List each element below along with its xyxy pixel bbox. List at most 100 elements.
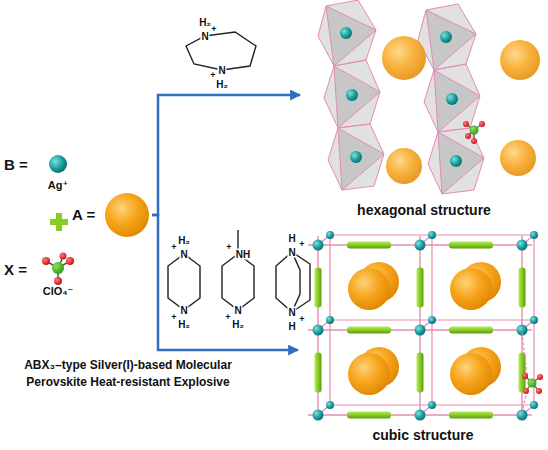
- perchlorate-symbol: [42, 257, 50, 265]
- hexagonal-octahedra-chain: [450, 155, 462, 167]
- cubic-silver-nodes: [415, 240, 426, 251]
- a-site-sphere: [105, 193, 149, 237]
- b-site-node: B = Ag⁺: [4, 152, 88, 196]
- cubic-linker-bars: [347, 412, 391, 419]
- hexagonal-perchlorate: [463, 121, 469, 127]
- a-site-node: A =: [70, 192, 152, 238]
- hexagonal-octahedra-chain: [438, 132, 484, 194]
- cubic-linker-bars: [449, 327, 493, 334]
- b-site-sphere: [49, 155, 67, 173]
- perchlorate-symbol: [60, 253, 67, 260]
- cubic-linker-bars: [315, 242, 526, 419]
- hexagonal-octahedra-chain: [350, 151, 362, 163]
- ion-label: Ag⁺: [48, 179, 68, 192]
- hexagonal-octahedra-chain: [338, 128, 384, 190]
- cubic-front-lattice: [308, 236, 532, 420]
- hexagonal-perchlorate: [479, 121, 485, 127]
- plus-sign: [56, 213, 62, 231]
- hexagonal-octahedra-chain: [434, 70, 480, 132]
- hexagonal-octahedra-chain: [318, 0, 484, 194]
- hexagonal-perchlorate: [465, 133, 471, 139]
- hexagonal-octahedra-chain: [446, 93, 458, 105]
- cubic-a-cations: [450, 268, 492, 310]
- hexagonal-octahedra-chain: [340, 27, 352, 39]
- hexagonal-a-cations: [382, 36, 540, 184]
- dabco-molecule: [276, 252, 292, 312]
- cubic-silver-nodes: [517, 240, 528, 251]
- methylpiperazinium-molecule: [222, 230, 254, 310]
- cubic-perchlorate: [522, 333, 543, 412]
- hexagonal-octahedra-chain: [426, 10, 476, 70]
- site-label: B =: [4, 156, 28, 173]
- cubic-linker-bars: [315, 268, 322, 308]
- hexagonal-octahedra-chain: [424, 64, 480, 132]
- cubic-a-cations: [348, 262, 501, 395]
- cubic-linker-bars: [519, 268, 526, 308]
- cubic-back-lattice: [530, 401, 538, 409]
- cubic-silver-nodes: [313, 410, 324, 421]
- atom-label: N: [233, 305, 242, 316]
- perchlorate-symbol: [54, 277, 62, 285]
- hexagonal-octahedra-chain: [440, 31, 452, 43]
- cubic-silver-nodes: [313, 240, 324, 251]
- atom-label: H₂: [177, 319, 191, 330]
- cubic-perchlorate: [528, 379, 537, 388]
- atom-label: H: [287, 233, 296, 244]
- hexagonal-perchlorate: [470, 126, 479, 135]
- cubic-linker-bars: [417, 268, 424, 308]
- charge-label: +: [170, 242, 177, 253]
- hexagonal-octahedra-chain: [428, 128, 484, 194]
- cubic-silver-nodes: [313, 240, 528, 421]
- site-label: X =: [4, 261, 27, 278]
- cubic-linker-bars: [347, 327, 391, 334]
- reaction-arrow: [152, 95, 300, 215]
- charge-label: +: [210, 24, 217, 35]
- cubic-linker-bars: [417, 353, 424, 393]
- atom-label: H₂: [215, 79, 229, 90]
- perchlorate-symbol: [66, 257, 74, 265]
- x-site-node: X = ClO₄⁻: [4, 256, 88, 304]
- hexagonal-octahedra-chain: [418, 4, 476, 70]
- cubic-a-cations: [450, 353, 492, 395]
- cubic-back-lattice: [428, 231, 436, 239]
- cubic-linker-bars: [449, 242, 493, 249]
- cubic-back-lattice: [326, 401, 334, 409]
- charge-label: +: [298, 314, 305, 325]
- b-site-sphere: [49, 155, 67, 173]
- atom-label: N: [179, 249, 188, 260]
- caption-text: ABX₃–type Silver(I)-based Molecular Pero…: [2, 357, 254, 391]
- cubic-perchlorate: [537, 374, 543, 380]
- cubic-perchlorate: [523, 388, 529, 394]
- perchlorate-symbol: [52, 262, 64, 274]
- site-label: A =: [72, 206, 95, 223]
- cubic-back-lattice: [530, 231, 538, 239]
- dabco-molecule: [292, 252, 310, 312]
- charge-label: +: [298, 239, 305, 250]
- a-site-sphere: [105, 193, 149, 237]
- cubic-perchlorate: [522, 333, 527, 375]
- hexagonal-perchlorate: [471, 138, 477, 144]
- atom-label: H₂: [231, 319, 245, 330]
- reaction-arrow: [152, 215, 298, 350]
- hexagonal-a-cations: [500, 140, 536, 176]
- hexagonal-a-cations: [500, 40, 540, 80]
- cubic-perchlorate: [536, 388, 542, 394]
- piperazinium-molecule: [168, 254, 200, 310]
- atom-label: NH: [235, 249, 251, 260]
- atom-label: H: [287, 321, 296, 332]
- piperazinium-molecule: [168, 254, 200, 310]
- atom-label: H₂: [177, 235, 191, 246]
- cubic-perchlorate: [522, 373, 528, 379]
- structure-panel: hexagonal structure: [300, 0, 548, 224]
- cubic-a-cations: [348, 268, 390, 310]
- hexagonal-octahedra-chain: [346, 89, 358, 101]
- cubic-perchlorate: [522, 391, 527, 412]
- cubic-back-lattice: [428, 401, 436, 409]
- cubic-a-cations: [348, 353, 390, 395]
- structure-title: cubic structure: [372, 427, 473, 443]
- atom-label: N: [287, 307, 296, 318]
- ion-label: ClO₄⁻: [43, 285, 74, 298]
- hexagonal-octahedra-chain: [318, 0, 376, 66]
- perchlorate-symbol: [42, 253, 74, 286]
